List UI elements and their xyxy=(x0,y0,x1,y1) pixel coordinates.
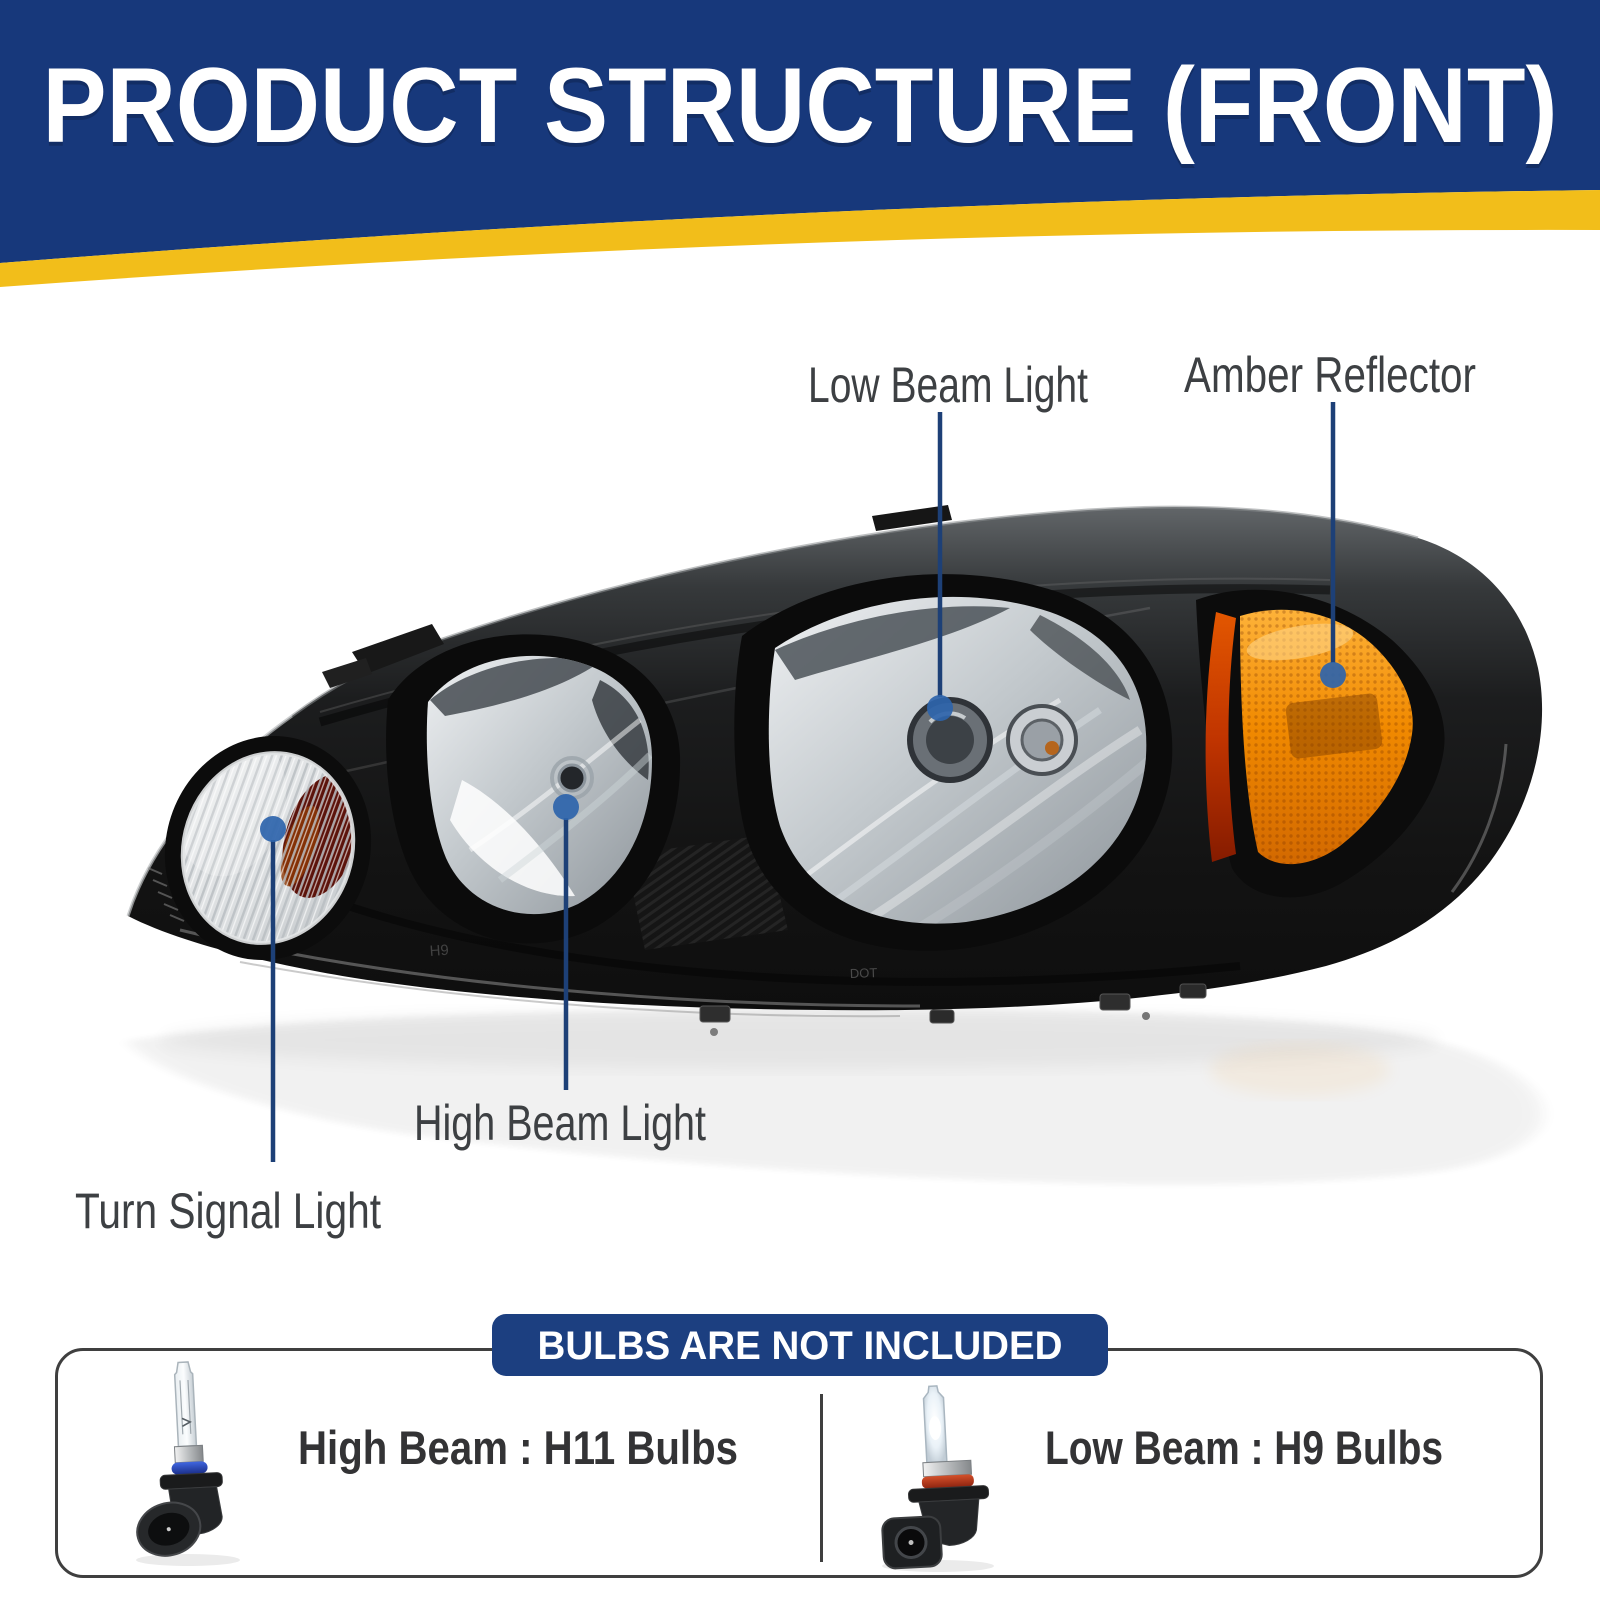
high-beam-label-text: High Beam Light xyxy=(414,1095,706,1151)
bottom-chrome-lip-2 xyxy=(239,961,901,1018)
floor-reflection xyxy=(128,1008,1543,1185)
mounting-clips xyxy=(699,983,1207,1036)
low-beam-bulb-label-text: Low Beam : H9 Bulbs xyxy=(1045,1421,1443,1474)
low-beam-callout-dot xyxy=(927,695,953,721)
low-beam-bulb-label: Low Beam : H9 Bulbs xyxy=(1044,1420,1444,1476)
bulbs-info-box xyxy=(55,1348,1543,1578)
turn-signal-rim xyxy=(180,751,356,945)
callout-dots xyxy=(260,662,1346,842)
callout-lines xyxy=(270,402,1336,1162)
mounting-tab-top xyxy=(872,505,952,531)
high-beam-bulb xyxy=(557,763,587,793)
high-beam-bulb-label: High Beam : H11 Bulbs xyxy=(288,1420,748,1476)
lower-groove xyxy=(328,896,1241,986)
ribbed-texture xyxy=(625,835,788,950)
bulb-connector xyxy=(881,1515,943,1570)
label-low-beam: Low Beam Light xyxy=(748,356,1148,416)
header-background xyxy=(0,0,1600,263)
low-beam-label-text: Low Beam Light xyxy=(808,357,1088,413)
lens-marking-right: DOT xyxy=(850,965,878,981)
high-beam-callout-dot xyxy=(553,794,579,820)
h9-bulb-icon xyxy=(881,1385,994,1572)
header-yellow-stripe xyxy=(0,190,1600,287)
bulb-collar xyxy=(922,1459,973,1478)
amber-reflector-label-text: Amber Reflector xyxy=(1184,347,1476,403)
label-amber-reflector: Amber Reflector xyxy=(1130,346,1530,406)
bulbs-banner-text: BULBS ARE NOT INCLUDED xyxy=(538,1324,1063,1368)
amber-callout-dot xyxy=(1320,662,1346,688)
bulb-red-ring xyxy=(921,1474,974,1489)
high-beam-lens xyxy=(386,634,681,944)
bulb-connector xyxy=(136,1501,202,1557)
low-beam-lens xyxy=(734,574,1173,951)
lens-marking-left: H9 xyxy=(429,942,449,960)
header-banner: PRODUCT STRUCTURE (FRONT) PRODUCT STRUCT… xyxy=(0,0,1600,287)
amber-red-edge xyxy=(1205,612,1236,862)
turn-signal-label-text: Turn Signal Light xyxy=(75,1183,381,1239)
mounting-bracket-top-left xyxy=(352,624,444,674)
high-beam-bulb-label-text: High Beam : H11 Bulbs xyxy=(298,1421,738,1474)
page-title: PRODUCT STRUCTURE (FRONT) xyxy=(43,45,1558,165)
bulb-collar xyxy=(173,1444,204,1464)
bulb-blue-ring xyxy=(171,1461,208,1475)
page-title-shadow: PRODUCT STRUCTURE (FRONT) xyxy=(43,49,1558,169)
label-high-beam: High Beam Light xyxy=(360,1094,760,1154)
turn-signal-callout-dot xyxy=(260,816,286,842)
amber-reflector xyxy=(1196,589,1445,898)
right-chrome-edge xyxy=(1450,743,1508,893)
lens-edge-serrations xyxy=(147,867,185,922)
amber-inner-reflector xyxy=(1285,693,1383,759)
bulbs-banner-background xyxy=(492,1314,1108,1376)
bulbs-box-divider xyxy=(820,1394,823,1562)
bulbs-banner: BULBS ARE NOT INCLUDED xyxy=(492,1314,1108,1376)
label-turn-signal: Turn Signal Light xyxy=(28,1182,428,1242)
mounting-bracket-step xyxy=(322,658,372,688)
bulb-glass xyxy=(173,1361,198,1448)
h11-bulb-icon xyxy=(136,1361,240,1566)
